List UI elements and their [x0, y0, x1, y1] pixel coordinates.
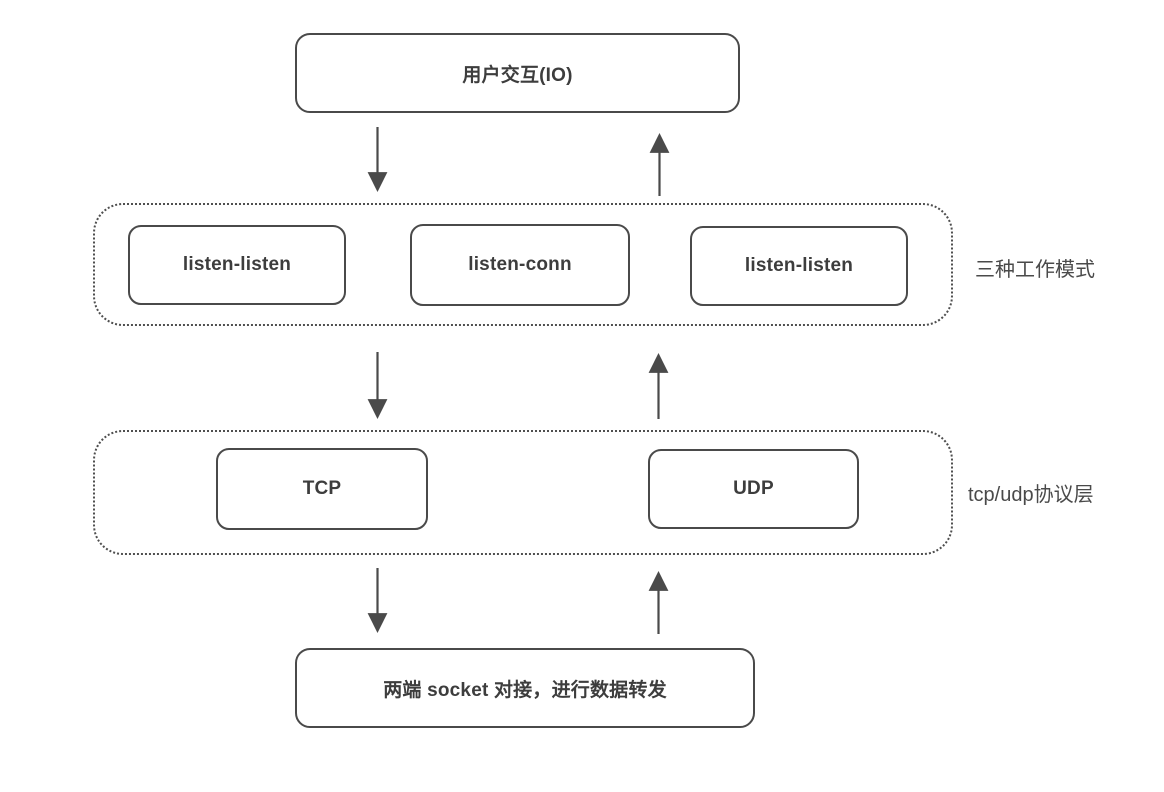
node-listen-listen-1: listen-listen	[128, 225, 346, 305]
node-tcp: TCP	[216, 448, 428, 530]
node-udp-label: UDP	[733, 478, 774, 499]
node-listen-conn-label: listen-conn	[468, 254, 572, 275]
node-user-io-label: 用户交互(IO)	[462, 64, 573, 86]
node-tcp-label: TCP	[302, 478, 342, 499]
node-user-io: 用户交互(IO)	[295, 33, 740, 113]
node-udp: UDP	[648, 449, 859, 529]
node-socket-forward: 两端 socket 对接，进行数据转发	[295, 648, 755, 728]
group-protocol-layer-label: tcp/udp协议层	[968, 484, 1094, 506]
group-work-modes-label: 三种工作模式	[975, 259, 1095, 281]
node-listen-listen-2-label: listen-listen	[744, 255, 854, 276]
node-listen-listen-1-label: listen-listen	[182, 254, 292, 275]
node-listen-listen-2: listen-listen	[690, 226, 908, 306]
group-work-modes	[93, 203, 953, 326]
node-listen-conn: listen-conn	[410, 224, 630, 306]
node-socket-forward-label: 两端 socket 对接，进行数据转发	[383, 679, 667, 701]
group-protocol-layer	[93, 430, 953, 555]
